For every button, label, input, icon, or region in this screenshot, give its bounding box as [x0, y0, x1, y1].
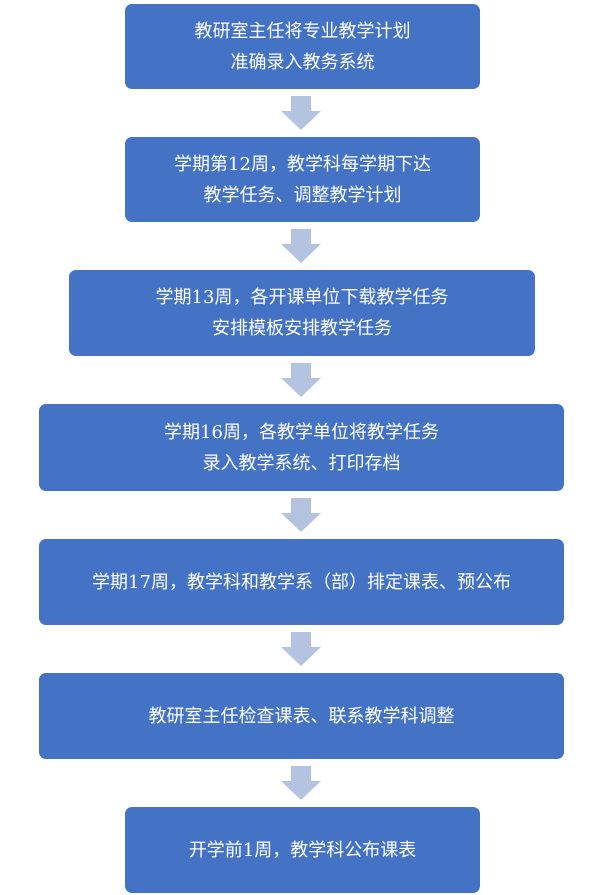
step-6-line-1: 教研室主任检查课表、联系教学科调整: [148, 705, 455, 727]
step-5-line-1: 学期17周，教学科和教学系（部）排定课表、预公布: [92, 571, 511, 593]
down-arrow-icon: [281, 363, 321, 397]
step-3-line-1: 学期13周，各开课单位下载教学任务: [155, 287, 449, 308]
step-2-line-1: 学期第12周，教学科每学期下达: [174, 153, 431, 175]
down-arrow-icon: [281, 766, 321, 800]
step-1-line-1: 教研室主任将专业教学计划: [194, 20, 411, 42]
step-2-line-2: 教学任务、调整教学计划: [203, 184, 402, 206]
step-2-box: 学期第12周，教学科每学期下达 教学任务、调整教学计划: [125, 137, 480, 222]
step-5-box: 学期17周，教学科和教学系（部）排定课表、预公布: [39, 539, 564, 625]
step-4-line-1: 学期16周，各教学单位将教学任务: [164, 421, 439, 443]
down-arrow-icon: [281, 632, 321, 666]
step-3-box: 学期13周，各开课单位下载教学任务 安排模板安排教学任务: [69, 270, 535, 356]
step-7-box: 开学前1周，教学科公布课表: [125, 807, 480, 893]
step-1-line-2: 准确录入教务系统: [230, 51, 375, 73]
step-1-box: 教研室主任将专业教学计划 准确录入教务系统: [125, 4, 480, 89]
down-arrow-icon: [281, 498, 321, 532]
step-7-line-1: 开学前1周，教学科公布课表: [188, 839, 417, 861]
step-4-box: 学期16周，各教学单位将教学任务 录入教学系统、打印存档: [39, 404, 564, 491]
down-arrow-icon: [281, 96, 321, 130]
step-4-line-2: 录入教学系统、打印存档: [202, 452, 401, 474]
step-3-line-2: 安排模板安排教学任务: [212, 318, 392, 339]
down-arrow-icon: [281, 229, 321, 263]
step-6-box: 教研室主任检查课表、联系教学科调整: [39, 673, 564, 759]
